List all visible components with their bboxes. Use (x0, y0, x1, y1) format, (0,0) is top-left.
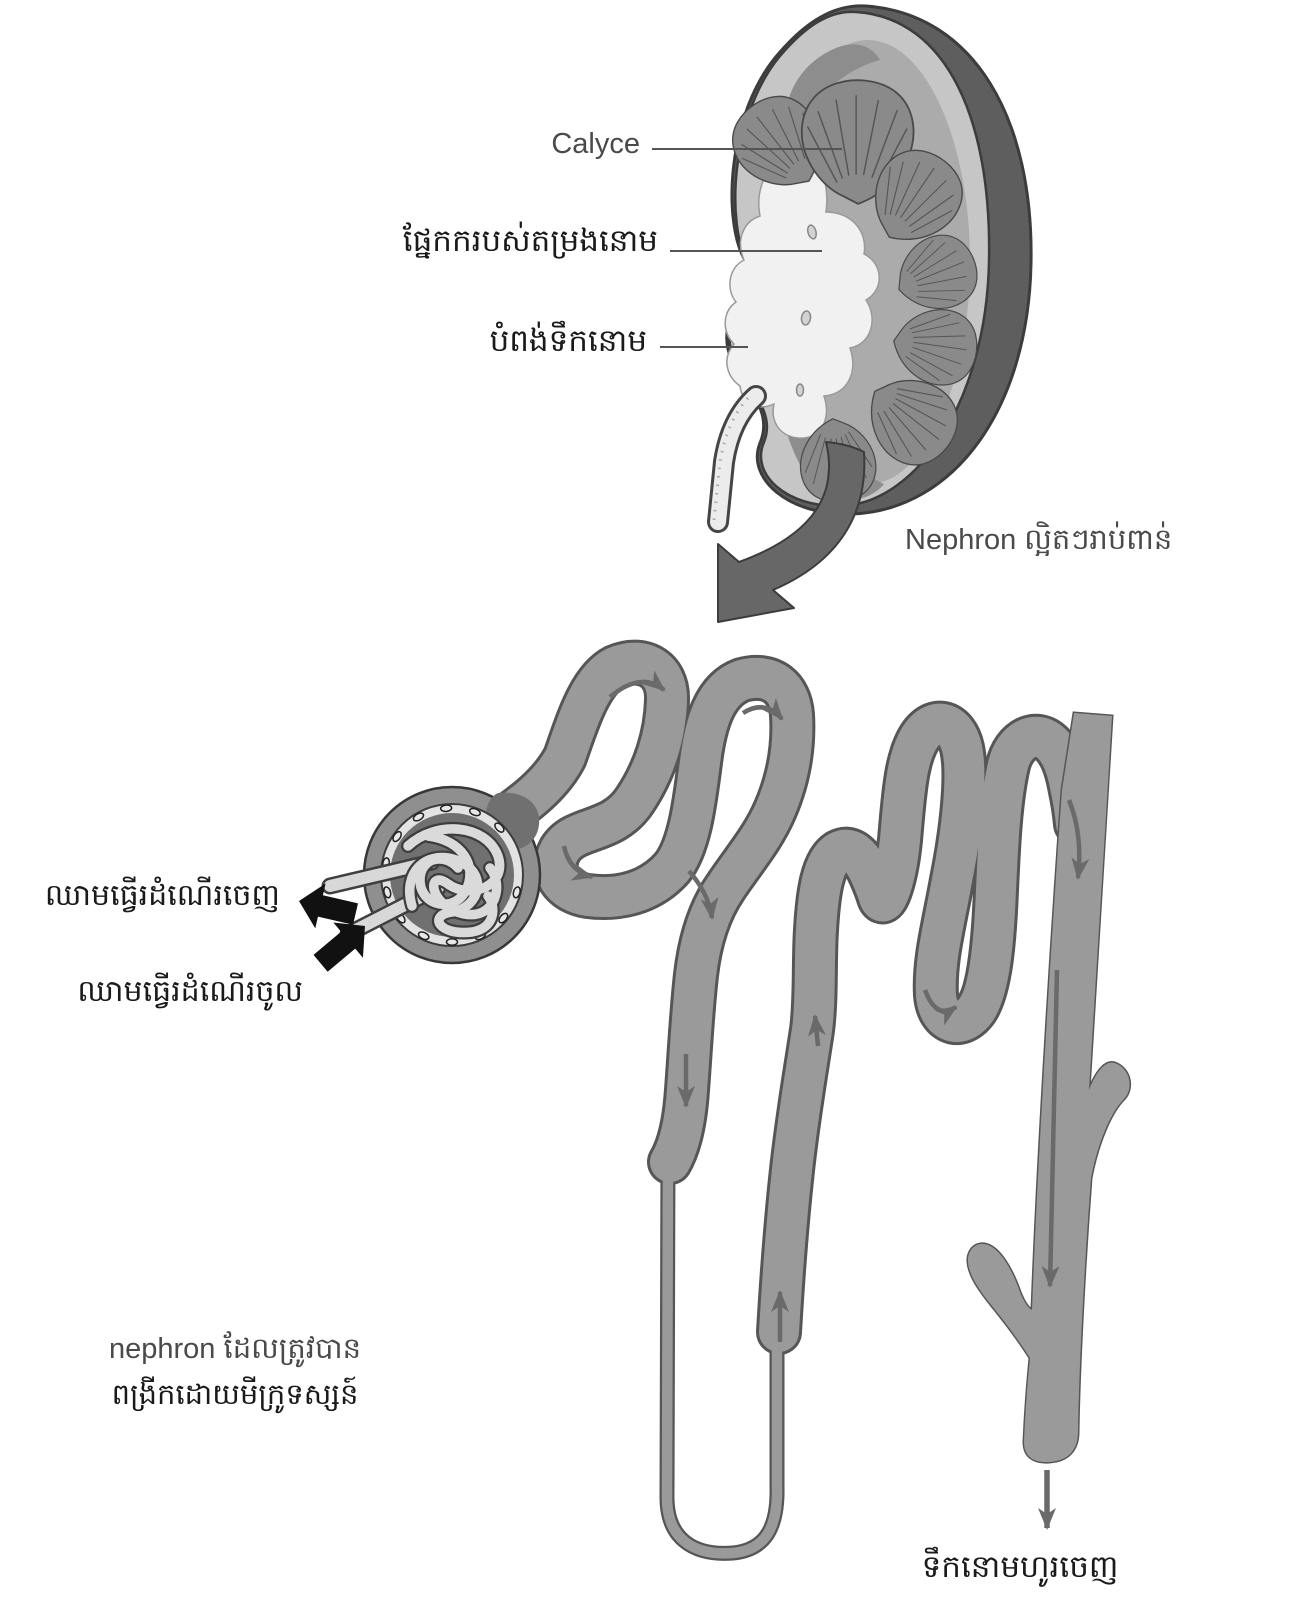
flow-arrows (561, 670, 1090, 1530)
distal-tubule-lumen (759, 703, 1096, 1352)
blood-in-label: ឈាមធ្វើរដំណើរចូល (77, 975, 303, 1008)
flow-arrow (1041, 969, 1060, 1288)
flow-arrow (1066, 799, 1090, 880)
capsule-cell (412, 812, 425, 822)
blood-out-label: ឈាមធ្វើរដំណើរចេញ (44, 879, 280, 912)
capsule-cell (498, 912, 509, 924)
blood-out-arrow-icon (299, 883, 358, 929)
capsule-cell (512, 886, 521, 899)
flow-arrow (687, 869, 719, 920)
blood-in-arrow-icon (313, 922, 365, 972)
capsule-cells (381, 804, 521, 946)
flow-arrow (741, 697, 784, 721)
magnified-caption: nephron ដែលត្រូវបាន ពង្រីកដោយមីក្រូទស្សន… (95, 1326, 375, 1418)
magnify-arrow-icon (717, 441, 866, 623)
magnified-caption-line2: ពង្រីកដោយមីក្រូទស្សន៍ (111, 1379, 359, 1411)
urine-out-label: ទឹកនោមហូរចេញ (921, 1549, 1119, 1584)
pelvis-islet (795, 383, 805, 397)
magnified-caption-line1: nephron ដែលត្រូវបាន (109, 1333, 361, 1365)
collecting-duct-interior (967, 713, 1130, 1463)
kidney-illustration (707, 4, 1033, 623)
capillary (415, 831, 475, 910)
flow-arrow (561, 845, 594, 881)
capsule-cell (383, 886, 392, 899)
capsule-cell (392, 830, 402, 843)
nephron-count-caption: Nephron ល្អិតៗរាប់ពាន់ (905, 524, 1173, 556)
pelvis-islet (806, 224, 818, 240)
capsule-cell (468, 807, 481, 817)
ureter-label: បំពង់ទឹកនោម (489, 323, 647, 358)
nephron-illustration (299, 639, 1132, 1561)
loop-of-henle (659, 1142, 787, 1561)
pelvis-islet (800, 310, 812, 326)
capillary-tangle (401, 821, 507, 940)
flow-arrow (608, 670, 666, 699)
calyx-space-upper (784, 44, 880, 140)
renal-pelvis-shape (724, 141, 880, 439)
calyce-label: Calyce (551, 128, 640, 160)
proximal-tubule-lumen (484, 642, 813, 1182)
renal-pelvis-label: ផ្នែកករបស់តម្រងនោម (402, 223, 658, 258)
capsule-cell (439, 804, 453, 813)
leader-lines (652, 148, 842, 348)
flow-arrow (922, 989, 958, 1026)
capsule-cell (417, 931, 430, 941)
flow-arrow (808, 1014, 826, 1047)
glomerulus (321, 785, 542, 965)
capsule-cell (494, 822, 505, 833)
capillary (403, 824, 505, 920)
capsule-cell (445, 938, 459, 946)
loop-of-henle-lumen (661, 1144, 785, 1559)
ureter-tube-lumen (710, 388, 764, 530)
